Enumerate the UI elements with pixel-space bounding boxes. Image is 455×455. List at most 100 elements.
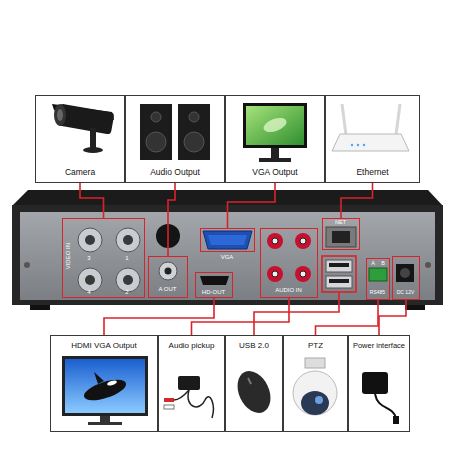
bnc-connector [78,228,102,252]
rca-jack [295,266,311,282]
router-light [357,144,359,146]
audio-in-jacks [267,233,311,282]
ptz-lens [315,396,323,404]
monitor-frame [243,103,307,148]
port-group: HD-OUT [195,272,233,298]
node-label: USB 2.0 [226,342,282,350]
usb-tongue [329,263,349,267]
node-label: AUDIO IN [261,287,316,293]
rj45-hole [332,231,350,243]
orca [82,376,129,405]
rca-hole [300,238,306,244]
monitor-screen [246,106,304,145]
node-label: Ethernet [326,168,419,177]
orca-patch [107,380,118,387]
camera-base [83,147,103,153]
monitor-stand [271,148,279,158]
device-box: PTZ [283,335,348,432]
power-adapter-picture [362,372,399,424]
monitor-frame [62,356,148,416]
rca-hole [165,268,172,275]
screw [425,262,431,268]
monitor-base [259,158,291,162]
device-box: Camera [35,95,125,183]
vga-pins [208,235,247,245]
tweeter [189,112,199,122]
switch-button [156,224,180,248]
camera-lens [54,104,66,126]
port-group: NET [322,218,360,250]
woofer [184,132,204,152]
usb-port [326,260,352,272]
node-label: DC 12V [393,290,418,295]
device-box: Audio pickup [158,335,225,432]
device-box: VGA Output [225,95,325,183]
leader-line [254,292,339,335]
dc-hole [400,268,410,278]
node-label: RS485 [367,290,388,295]
node-label: B [379,261,387,267]
node-label: 1 [123,255,131,261]
adapter-cord [375,394,396,418]
red-plug [164,398,174,402]
node-label: Audio Output [126,168,224,177]
router-light [363,144,365,146]
leader-line [104,298,214,335]
monitor-stand [100,416,110,422]
rca-jack [159,262,177,280]
leader-line [379,300,406,335]
ptz-dome [301,391,329,415]
router-body [332,134,409,151]
bnc-pin [85,235,95,245]
camera-picture [52,103,114,153]
rca-jack [267,266,283,282]
node-label: A OUT [149,286,186,292]
bnc-pin [123,235,133,245]
antenna [396,104,400,135]
leader-line [341,183,373,218]
orca-fin [94,372,104,384]
port-group: ABRS485 [366,258,390,300]
rca-jack [295,233,311,249]
leader-line [168,183,175,256]
rs485-terminal [369,268,387,281]
node-label: PTZ [284,342,347,350]
chassis-foot [405,305,425,310]
router-picture [332,104,409,151]
rca-jack [267,233,283,249]
usb-outline [322,256,356,292]
port-group: A OUT [148,256,188,298]
speakers-picture [140,104,210,160]
rj45-port [326,227,356,247]
node-label: NET [323,220,358,226]
adapter-plug [393,416,399,424]
leader-line [80,183,104,218]
ptz-mount [305,358,325,368]
usb-port [326,276,352,288]
node-label: 3 [85,255,93,261]
mouse-picture [231,366,277,419]
vga-port [203,231,252,249]
rca-hole [272,271,278,277]
port-group: VIDEO IN3142 [62,218,145,298]
router-light [351,144,353,146]
camera-mount [90,128,96,148]
pickup-box [178,376,200,390]
speaker-box [140,104,172,160]
device-box: Audio Output [125,95,225,183]
bnc-pin [123,275,133,285]
hdmi-port [200,276,229,285]
tweeter [151,112,161,122]
chassis-top [12,190,443,206]
bnc-connector [78,268,102,292]
rca-hole [300,271,306,277]
mouse-body [231,366,277,419]
bnc-connectors [78,228,140,292]
monitor-base [88,422,122,425]
ptz-picture [293,358,337,415]
dc-jack [396,264,414,282]
pickup-wire [188,390,213,418]
monitor-screen [65,359,145,413]
